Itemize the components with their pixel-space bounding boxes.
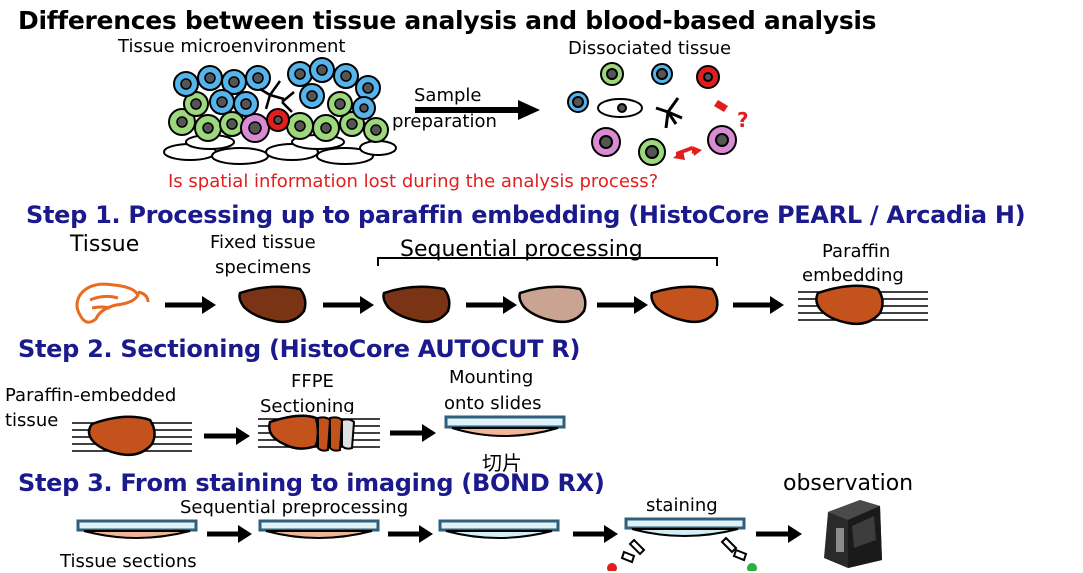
green-label-dot bbox=[747, 563, 757, 571]
ffpe-label-2: Sectioning bbox=[260, 396, 355, 417]
paraffin-embedded-label-1: Paraffin-embedded bbox=[5, 385, 177, 406]
preparation-label: preparation bbox=[392, 111, 497, 132]
antibody-icons bbox=[620, 536, 748, 564]
fixed-label-2: specimens bbox=[215, 257, 312, 278]
staining-label: staining bbox=[646, 495, 718, 516]
fixed-label-1: Fixed tissue bbox=[210, 232, 316, 253]
sequential-preprocessing-label: Sequential preprocessing bbox=[180, 497, 409, 518]
paraffin-block-step2 bbox=[72, 415, 192, 457]
ffpe-sectioning-block bbox=[258, 414, 380, 454]
paraffin-block-step1 bbox=[798, 284, 928, 327]
observation-label: observation bbox=[783, 471, 914, 496]
paraffin-label-1: Paraffin bbox=[822, 241, 891, 262]
fixed-tissue-specimens bbox=[238, 285, 719, 324]
dissociated-tissue-label: Dissociated tissue bbox=[568, 38, 732, 59]
mounted-slide bbox=[444, 415, 566, 437]
sample-label: Sample bbox=[414, 85, 482, 106]
dissociated-cells bbox=[567, 62, 737, 166]
page-title: Differences between tissue analysis and … bbox=[18, 6, 877, 35]
tissue-sections-label: Tissue sections bbox=[60, 551, 197, 572]
question-mark: ? bbox=[737, 108, 749, 132]
step1-heading: Step 1. Processing up to paraffin embedd… bbox=[26, 201, 1026, 229]
imaging-instrument-icon bbox=[824, 500, 882, 568]
ffpe-label-1: FFPE bbox=[291, 371, 334, 392]
step2-heading: Step 2. Sectioning (HistoCore AUTOCUT R) bbox=[18, 335, 581, 363]
mounting-label-1: Mounting bbox=[449, 367, 534, 388]
mounting-label-2: onto slides bbox=[444, 393, 542, 414]
tissue-organ-icon bbox=[75, 282, 150, 324]
slice-label: 切片 bbox=[482, 451, 522, 475]
step3-slides bbox=[76, 517, 746, 539]
tissue-microenvironment-label: Tissue microenvironment bbox=[118, 36, 346, 57]
paraffin-embedded-label-2: tissue bbox=[5, 410, 59, 431]
step3-heading: Step 3. From staining to imaging (BOND R… bbox=[18, 469, 605, 497]
paraffin-label-2: embedding bbox=[802, 265, 904, 286]
sequential-bracket bbox=[377, 257, 718, 266]
spatial-question: Is spatial information lost during the a… bbox=[168, 171, 659, 192]
red-arrows bbox=[673, 100, 728, 160]
red-label-dot bbox=[607, 563, 617, 571]
tissue-microenvironment-cells bbox=[163, 57, 397, 165]
tissue-label: Tissue bbox=[70, 232, 140, 257]
step2-arrows bbox=[204, 430, 424, 439]
